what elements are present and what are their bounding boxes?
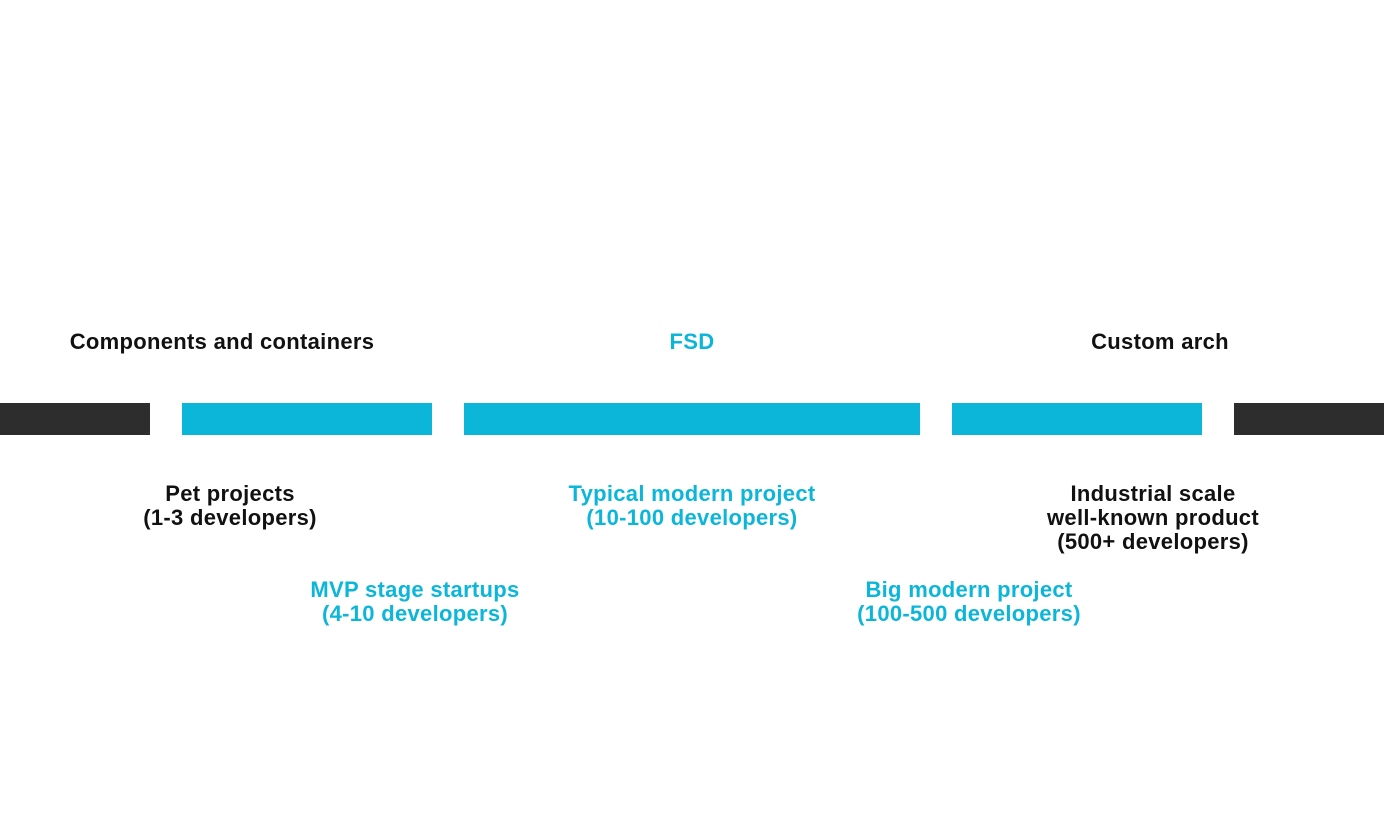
- stage-team-size: (4-10 developers): [321, 601, 509, 626]
- stage-title: Typical modern project: [568, 481, 816, 506]
- stage-title: Industrial scale: [1070, 481, 1236, 506]
- category-components-and-containers: Components and containers: [40, 330, 404, 354]
- stage-label-mvp-startups: MVP stage startups (4-10 developers): [280, 578, 550, 626]
- category-label: Components and containers: [69, 329, 375, 354]
- stage-team-size: (1-3 developers): [143, 505, 317, 530]
- stage-title: Big modern project: [865, 577, 1073, 602]
- stage-team-size: (100-500 developers): [857, 601, 1081, 626]
- category-custom-arch: Custom arch: [1060, 330, 1260, 354]
- stage-label-pet-projects: Pet projects (1-3 developers): [110, 482, 350, 530]
- stage-label-big-modern-project: Big modern project (100-500 developers): [828, 578, 1110, 626]
- stage-team-size: (10-100 developers): [586, 505, 798, 530]
- scale-bar-segment-dark-left: [0, 403, 150, 435]
- category-fsd: FSD: [592, 330, 792, 354]
- stage-subtitle: well-known product: [1047, 505, 1259, 530]
- stage-label-typical-modern-project: Typical modern project (10-100 developer…: [532, 482, 852, 530]
- stage-title: Pet projects: [165, 481, 295, 506]
- stage-label-industrial-scale: Industrial scale well-known product (500…: [1020, 482, 1286, 554]
- scale-bar-segment-big: [952, 403, 1202, 435]
- category-label: FSD: [669, 329, 715, 354]
- category-label: Custom arch: [1091, 329, 1229, 354]
- stage-title: MVP stage startups: [310, 577, 520, 602]
- stage-team-size: (500+ developers): [1057, 529, 1249, 554]
- scale-bar-segment-dark-right: [1234, 403, 1384, 435]
- scale-bar-segment-mvp: [182, 403, 432, 435]
- scale-bar-segment-typical: [464, 403, 920, 435]
